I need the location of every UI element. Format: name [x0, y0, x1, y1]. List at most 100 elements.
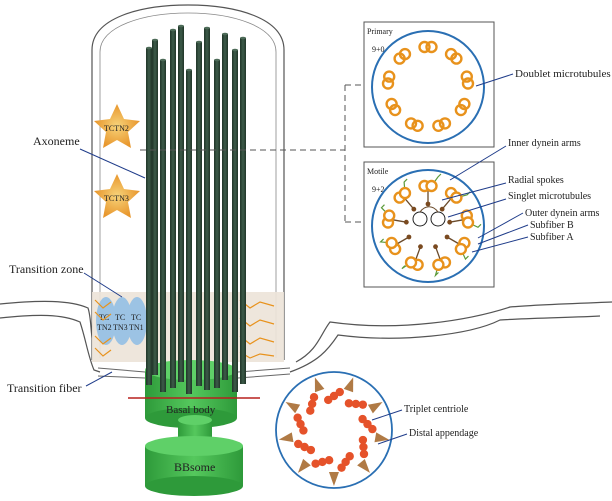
- centriole-panel: [275, 371, 393, 489]
- axoneme-rod-top: [178, 24, 184, 28]
- callout-singlet: Singlet microtubules: [508, 191, 591, 202]
- tz-protein-oval-1: [96, 297, 116, 345]
- doublet-callout: Doublet microtubules: [515, 68, 611, 80]
- transition-fiber-label: Transition fiber: [7, 381, 82, 395]
- callout-inner-dynein: Inner dynein arms: [508, 138, 581, 149]
- primary-pattern: 9+0: [372, 45, 385, 54]
- doublet-subfiber-b: [425, 40, 438, 54]
- spoke-head: [433, 244, 438, 250]
- triplet-tubule: [306, 406, 315, 415]
- transition-zone-label: Transition zone: [9, 262, 84, 276]
- doublet-subfiber-b: [461, 77, 475, 90]
- axoneme-label: Axoneme: [33, 134, 80, 148]
- distal-appendage: [328, 471, 339, 486]
- doublet-subfiber-b: [450, 52, 463, 65]
- cell-membrane-inner: [0, 314, 101, 373]
- tctn2-star-label: TCTN2: [104, 124, 129, 133]
- triplet-pointer: [371, 409, 403, 421]
- primary-doublets: [381, 40, 475, 132]
- callout-subfiber-a: Subfiber A: [530, 232, 574, 243]
- callout-subfiber-b: Subfiber B: [530, 220, 574, 231]
- doublet-subfiber-a: [458, 97, 471, 111]
- motile-subfiber-b: [454, 242, 468, 256]
- axoneme-rod: [204, 28, 210, 390]
- tz-protein-oval-2: [112, 297, 132, 345]
- doublet-subfiber-a: [418, 40, 431, 54]
- axoneme-rod: [214, 60, 220, 388]
- tctn3-star-label: TCTN3: [104, 194, 129, 203]
- axoneme-rod: [170, 30, 176, 388]
- axoneme-rod-top: [214, 58, 220, 62]
- motile-subfiber-b: [404, 256, 418, 269]
- axoneme-rod: [222, 34, 228, 380]
- axoneme-rod: [146, 48, 152, 385]
- tctn3-star: TCTN3: [94, 174, 140, 218]
- primary-panel: Primary 9+0: [363, 21, 495, 148]
- appendage-callout: Distal appendage: [409, 428, 479, 439]
- callout-outer-dynein: Outer dynein arms: [525, 208, 600, 219]
- triplet-tubule: [337, 463, 346, 472]
- bbsome-body: [145, 415, 243, 496]
- triplet-tubule: [368, 424, 377, 434]
- axoneme-pointer: [79, 148, 146, 179]
- axoneme-rod-top: [222, 32, 228, 36]
- bbsome-label: BBsome: [174, 460, 215, 474]
- motile-subfiber-b: [383, 209, 396, 222]
- doublet-subfiber-a: [388, 103, 402, 117]
- doublet-subfiber-b: [404, 117, 418, 130]
- axoneme-rod-top: [146, 46, 152, 50]
- axoneme-rod-top: [160, 58, 166, 62]
- axoneme-rod: [152, 40, 158, 375]
- transition-fibers: [97, 367, 291, 379]
- spoke-head: [447, 219, 453, 225]
- axoneme-rod: [196, 42, 202, 386]
- doublet-pointer: [475, 73, 514, 87]
- distal-appendage: [314, 377, 325, 393]
- motile-subfiber-b: [385, 236, 398, 250]
- doublet-subfiber-a: [381, 77, 395, 90]
- motile-subfiber-b: [398, 186, 412, 200]
- triplet-tubule: [299, 426, 308, 435]
- motile-panel: Motile 9+2: [363, 161, 495, 288]
- spoke-head: [406, 234, 412, 240]
- doublet-subfiber-b: [432, 119, 445, 132]
- doublet-subfiber-b: [385, 97, 398, 111]
- spoke-head: [411, 206, 417, 212]
- triplet-tubule: [335, 387, 344, 397]
- centriole-internals: [278, 377, 390, 486]
- doublet-subfiber-a: [460, 70, 473, 83]
- triplet-tubule: [318, 457, 327, 467]
- axoneme-rod: [178, 26, 184, 382]
- y-links: [94, 299, 275, 359]
- axoneme-rod-top: [170, 28, 176, 32]
- appendage-pointer: [377, 433, 408, 445]
- panel-connectors: [140, 84, 364, 223]
- distal-appendage: [297, 458, 311, 473]
- doublet-subfiber-a: [438, 117, 452, 130]
- triplet-tubule: [311, 459, 320, 468]
- triplet-callout: Triplet centriole: [404, 404, 469, 415]
- axoneme-rod-top: [204, 26, 210, 30]
- doublet-subfiber-b: [454, 103, 468, 117]
- triplet-tubule: [300, 442, 309, 452]
- distal-appendage: [367, 402, 383, 414]
- spoke-head: [418, 244, 423, 250]
- spoke-head: [444, 234, 450, 240]
- spoke-head: [439, 206, 445, 212]
- motile-subfiber-b: [461, 216, 475, 229]
- axoneme-rod-top: [186, 68, 192, 72]
- doublet-subfiber-b: [383, 70, 396, 83]
- tctn2-star: TCTN2: [94, 104, 140, 148]
- triplet-tubule: [293, 413, 302, 422]
- triplet-tubule: [307, 399, 317, 409]
- cell-membrane-outer: [0, 300, 99, 361]
- cell-membrane-right-inner: [289, 315, 601, 373]
- distal-appendage: [285, 401, 301, 414]
- axoneme-rod: [186, 70, 192, 394]
- triplet-tubule: [296, 419, 305, 429]
- axoneme-rod: [232, 50, 238, 392]
